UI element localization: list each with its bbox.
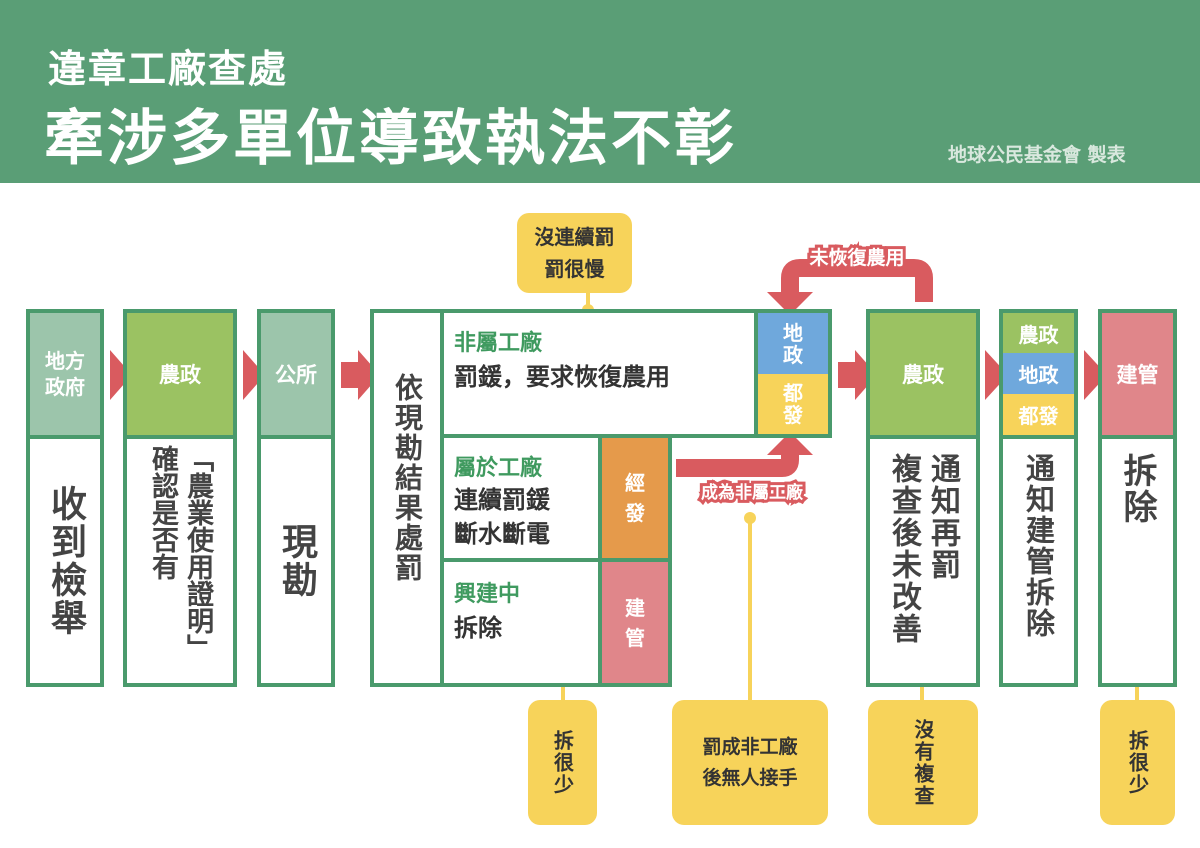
callout-no-successor: 罰成非工廠後無人接手 xyxy=(672,700,828,825)
agency-cell-land-urban: 地政 都發 xyxy=(754,309,832,438)
step-agri-recheck: 農政 通知再罰複查後未改善 xyxy=(866,309,980,687)
arrow-1 xyxy=(110,350,132,400)
agency-land: 地政 xyxy=(1003,353,1074,394)
step-demolish: 建管 拆除 xyxy=(1098,309,1177,687)
row-title: 非屬工廠 xyxy=(454,331,543,356)
agency-building: 建管 xyxy=(602,562,668,683)
action-line1: 「農業使用證明」 xyxy=(182,445,214,661)
callout-text: 拆很少 xyxy=(1125,729,1150,796)
agency-township: 公所 xyxy=(261,313,331,435)
arrow-6 xyxy=(1084,350,1107,400)
callout-text: 拆很少 xyxy=(550,729,575,796)
loop-arrow xyxy=(781,259,933,302)
callout-line1: 罰成非工廠 xyxy=(702,736,798,759)
row-construction: 興建中 拆除 xyxy=(440,558,602,687)
agency-local-gov: 地方政府 xyxy=(30,313,100,435)
row-non-factory: 非屬工廠 罰鍰，要求恢復農用 xyxy=(440,309,758,438)
action-text: 依現勘結果處罰 xyxy=(391,373,424,583)
agency-cell-econ: 經發 xyxy=(598,434,672,562)
row-title: 興建中 xyxy=(454,582,521,607)
step-penalty-left: 依現勘結果處罰 xyxy=(370,309,444,687)
row-desc: 罰鍰，要求恢復農用 xyxy=(454,363,670,391)
callout-line2: 後無人接手 xyxy=(702,766,798,789)
agency-land: 地政 xyxy=(758,313,828,374)
loop-arrowhead xyxy=(767,292,813,315)
step-notify-building: 農政 地政 都發 通知建管拆除 xyxy=(999,309,1078,687)
action-text: 現勘 xyxy=(276,523,317,599)
step-receive-report: 地方政府 收到檢舉 xyxy=(26,309,104,687)
callout-line1: 沒連續罰 xyxy=(534,225,615,249)
agency-agriculture: 農政 xyxy=(870,313,976,435)
agency-agriculture: 農政 xyxy=(1003,313,1074,353)
arrow-4 xyxy=(838,350,877,400)
action-text: 拆除 xyxy=(1117,453,1157,525)
action-line2: 確認是否有 xyxy=(147,445,178,580)
callout-rare-demolish-1: 拆很少 xyxy=(528,700,597,825)
become-label: 成為非屬工廠 xyxy=(701,482,804,503)
agency-urban: 都發 xyxy=(1003,394,1074,435)
credit: 地球公民基金會 製表 xyxy=(948,144,1126,166)
row-desc2: 斷水斷電 xyxy=(454,520,550,548)
agency-economic: 經發 xyxy=(602,438,668,558)
arrow-2 xyxy=(243,350,265,400)
title-line2: 牽涉多單位導致執法不彰 xyxy=(44,104,737,174)
arrow-5 xyxy=(985,350,1008,400)
callout-rare-demolish-2: 拆很少 xyxy=(1100,700,1175,825)
callout-line2: 罰很慢 xyxy=(544,257,605,281)
agency-urban: 都發 xyxy=(758,374,828,434)
row-desc: 拆除 xyxy=(454,614,502,642)
step-site-inspection: 公所 現勘 xyxy=(257,309,335,687)
row-title: 屬於工廠 xyxy=(454,456,543,481)
action-line2: 複查後未改善 xyxy=(886,453,921,645)
arrow-3 xyxy=(341,350,380,400)
step-agri-check: 農政 「農業使用證明」確認是否有 xyxy=(123,309,237,687)
agency-building: 建管 xyxy=(1102,313,1173,435)
loop-label: 未恢復農用 xyxy=(808,246,904,269)
row-factory: 屬於工廠 連續罰鍰 斷水斷電 xyxy=(440,434,602,562)
callout-text: 沒有複查 xyxy=(911,718,935,807)
title-line1: 違章工廠查處 xyxy=(48,47,289,91)
action-text: 通知建管拆除 xyxy=(1021,453,1056,639)
callout-slow-penalty: 沒連續罰罰很慢 xyxy=(517,213,632,293)
agency-agriculture: 農政 xyxy=(127,313,233,435)
agency-cell-building: 建管 xyxy=(598,558,672,687)
become-arrow xyxy=(676,452,799,477)
header-banner: 違章工廠查處 牽涉多單位導致執法不彰 地球公民基金會 製表 xyxy=(0,0,1200,183)
become-arrowhead xyxy=(767,432,813,455)
row-desc1: 連續罰鍰 xyxy=(454,486,550,514)
action-line1: 通知再罰 xyxy=(925,453,960,581)
callout-no-recheck: 沒有複查 xyxy=(868,700,978,825)
action-text: 收到檢舉 xyxy=(45,485,86,637)
